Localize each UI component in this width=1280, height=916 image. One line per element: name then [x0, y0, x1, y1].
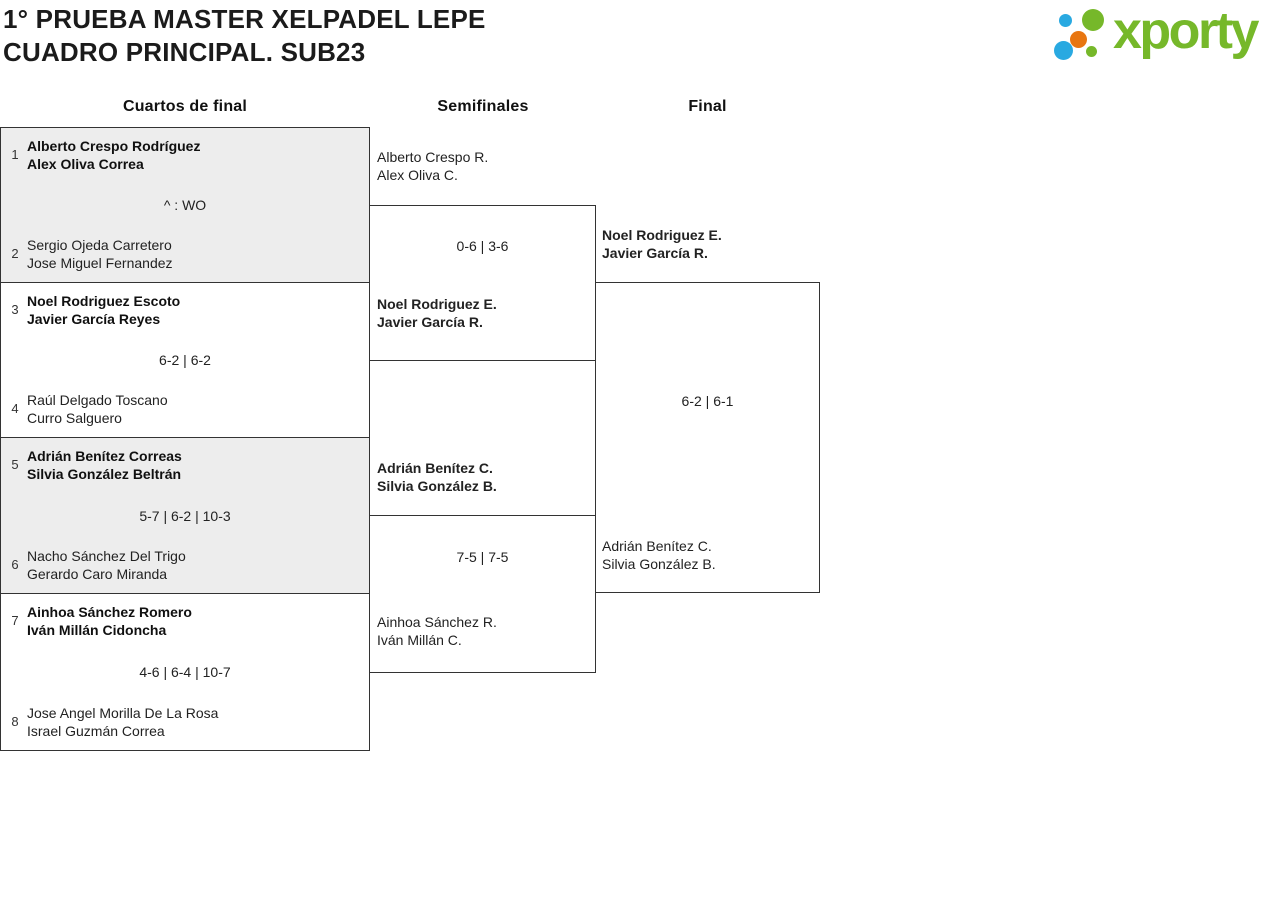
team-sf2-bottom: Ainhoa Sánchez R. Iván Millán C. [377, 613, 497, 649]
player-name: Ainhoa Sánchez Romero [27, 604, 192, 620]
match-final[interactable] [595, 282, 820, 593]
team-qf1-bottom: Sergio Ojeda Carretero Jose Miguel Ferna… [27, 236, 173, 272]
seed-number: 1 [11, 147, 19, 162]
match-sf2[interactable] [369, 515, 596, 673]
logo-wordmark: xporty [1113, 2, 1259, 60]
logo-dot-icon [1086, 46, 1097, 57]
tournament-title: 1° PRUEBA MASTER XELPADEL LEPE [3, 4, 486, 34]
player-name: Gerardo Caro Miranda [27, 566, 168, 582]
seed-number: 7 [11, 613, 19, 628]
player-name: Alberto Crespo R. [377, 149, 489, 165]
player-name: Silvia González B. [377, 478, 497, 494]
player-name: Raúl Delgado Toscano [27, 392, 168, 408]
player-name: Silvia González Beltrán [27, 466, 182, 482]
logo-dot-icon [1054, 41, 1073, 60]
team-sf1-bottom: Noel Rodriguez E. Javier García R. [377, 295, 497, 331]
player-name: Javier García R. [377, 314, 483, 330]
player-name: Alex Oliva C. [377, 167, 458, 183]
seed-number: 6 [11, 557, 19, 572]
team-qf3-bottom: Nacho Sánchez Del Trigo Gerardo Caro Mir… [27, 547, 186, 583]
player-name: Javier García Reyes [27, 311, 161, 327]
player-name: Noel Rodriguez E. [377, 296, 497, 312]
player-name: Jose Angel Morilla De La Rosa [27, 705, 219, 721]
team-final-top: Noel Rodriguez E. Javier García R. [602, 226, 722, 262]
match-score: 0-6 | 3-6 [456, 238, 509, 254]
match-score: ^ : WO [163, 197, 207, 213]
player-name: Curro Salguero [27, 410, 122, 426]
team-final-bottom: Adrián Benítez C. Silvia González B. [602, 537, 716, 573]
draw-subtitle: CUADRO PRINCIPAL. SUB23 [3, 37, 366, 67]
match-score: 6-2 | 6-2 [159, 352, 211, 368]
seed-number: 2 [11, 246, 19, 261]
team-qf4-bottom: Jose Angel Morilla De La Rosa Israel Guz… [27, 704, 218, 740]
player-name: Adrián Benítez Correas [27, 448, 182, 464]
match-score: 6-2 | 6-1 [681, 393, 734, 409]
match-qf4[interactable]: 7 Ainhoa Sánchez Romero Iván Millán Cido… [0, 593, 370, 751]
player-name: Ainhoa Sánchez R. [377, 614, 497, 630]
team-sf2-top: Adrián Benítez C. Silvia González B. [377, 459, 497, 495]
player-name: Jose Miguel Fernandez [27, 255, 173, 271]
match-score: 4-6 | 6-4 | 10-7 [139, 664, 231, 680]
player-name: Nacho Sánchez Del Trigo [27, 548, 186, 564]
page-title: 1° PRUEBA MASTER XELPADEL LEPE CUADRO PR… [3, 3, 486, 69]
seed-number: 3 [11, 302, 19, 317]
player-name: Alex Oliva Correa [27, 156, 144, 172]
team-qf2-bottom: Raúl Delgado Toscano Curro Salguero [27, 391, 168, 427]
seed-number: 8 [11, 714, 19, 729]
team-qf1-top: Alberto Crespo Rodríguez Alex Oliva Corr… [27, 137, 200, 173]
xporty-logo[interactable]: xporty [1050, 0, 1280, 80]
seed-number: 4 [11, 401, 19, 416]
team-sf1-top: Alberto Crespo R. Alex Oliva C. [377, 148, 488, 184]
player-name: Sergio Ojeda Carretero [27, 237, 172, 253]
player-name: Noel Rodriguez Escoto [27, 293, 181, 309]
match-score: 7-5 | 7-5 [456, 549, 509, 565]
team-qf4-top: Ainhoa Sánchez Romero Iván Millán Cidonc… [27, 603, 192, 639]
logo-dot-icon [1082, 9, 1104, 31]
match-sf1[interactable] [369, 205, 596, 361]
match-qf3[interactable]: 5 Adrián Benítez Correas Silvia González… [0, 437, 370, 594]
player-name: Noel Rodriguez E. [602, 227, 722, 243]
player-name: Iván Millán Cidoncha [27, 622, 167, 638]
team-qf2-top: Noel Rodriguez Escoto Javier García Reye… [27, 292, 180, 328]
seed-number: 5 [11, 457, 19, 472]
player-name: Iván Millán C. [377, 632, 462, 648]
player-name: Silvia González B. [602, 556, 716, 572]
player-name: Israel Guzmán Correa [27, 723, 165, 739]
match-qf1[interactable]: 1 Alberto Crespo Rodríguez Alex Oliva Co… [0, 127, 370, 283]
round-header-semifinals: Semifinales [437, 98, 529, 115]
round-header-quarterfinals: Cuartos de final [122, 98, 248, 115]
player-name: Javier García R. [602, 245, 708, 261]
logo-dot-icon [1059, 14, 1072, 27]
player-name: Adrián Benítez C. [377, 460, 493, 476]
match-score: 5-7 | 6-2 | 10-3 [139, 507, 231, 524]
round-header-final: Final [688, 98, 727, 115]
player-name: Alberto Crespo Rodríguez [27, 138, 201, 154]
logo-dot-icon [1070, 31, 1087, 48]
team-qf3-top: Adrián Benítez Correas Silvia González B… [27, 447, 182, 483]
match-qf2[interactable]: 3 Noel Rodriguez Escoto Javier García Re… [0, 282, 370, 438]
player-name: Adrián Benítez C. [602, 538, 712, 554]
